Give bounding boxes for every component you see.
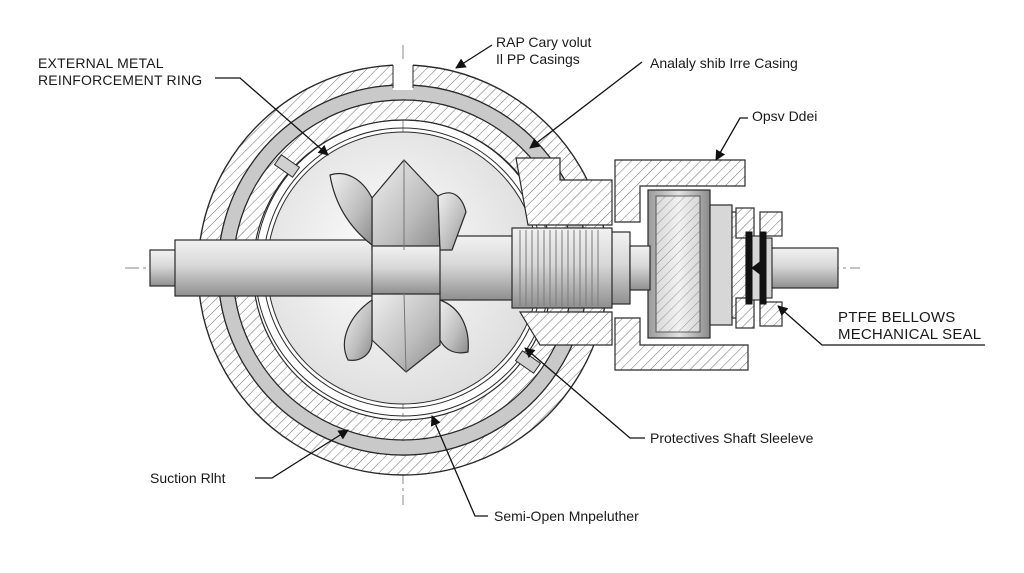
leader-opening bbox=[715, 117, 748, 161]
leader-external-ring bbox=[215, 77, 329, 156]
bearing-housing bbox=[515, 157, 749, 371]
label-bellows-seal: PTFE BELLOWS MECHANICAL SEAL bbox=[838, 309, 982, 343]
seal-cap bbox=[735, 207, 783, 329]
label-impeller: Semi-Open Mnpeluther bbox=[494, 508, 639, 524]
label-external-ring: EXTERNAL METAL REINFORCEMENT RING bbox=[38, 55, 203, 88]
label-volute-casing: RAP Cary volut Il PP Casings bbox=[496, 34, 592, 67]
leader-impeller bbox=[430, 415, 488, 517]
leader-volute-casing bbox=[455, 44, 493, 69]
label-suction: Suction Rlht bbox=[150, 470, 226, 486]
leader-shaft-sleeve bbox=[524, 347, 645, 439]
casing-top-gap bbox=[392, 62, 414, 90]
casing-lugs bbox=[273, 154, 542, 374]
label-iron-casing: Analaly shib Irre Casing bbox=[650, 55, 798, 71]
semi-open-impeller bbox=[329, 159, 469, 373]
leader-lines bbox=[215, 44, 985, 517]
protective-shaft-sleeve bbox=[511, 227, 613, 309]
leader-bellows-seal bbox=[777, 305, 985, 346]
bearing-hub bbox=[647, 189, 747, 339]
label-shaft-sleeve: Protectives Shaft Sleeleve bbox=[650, 430, 814, 446]
leader-iron-casing bbox=[529, 61, 643, 149]
main-shaft bbox=[149, 231, 839, 305]
bellows-mechanical-seal bbox=[745, 231, 773, 305]
label-opening: Opsv Ddei bbox=[752, 108, 818, 124]
leader-suction bbox=[255, 429, 349, 479]
